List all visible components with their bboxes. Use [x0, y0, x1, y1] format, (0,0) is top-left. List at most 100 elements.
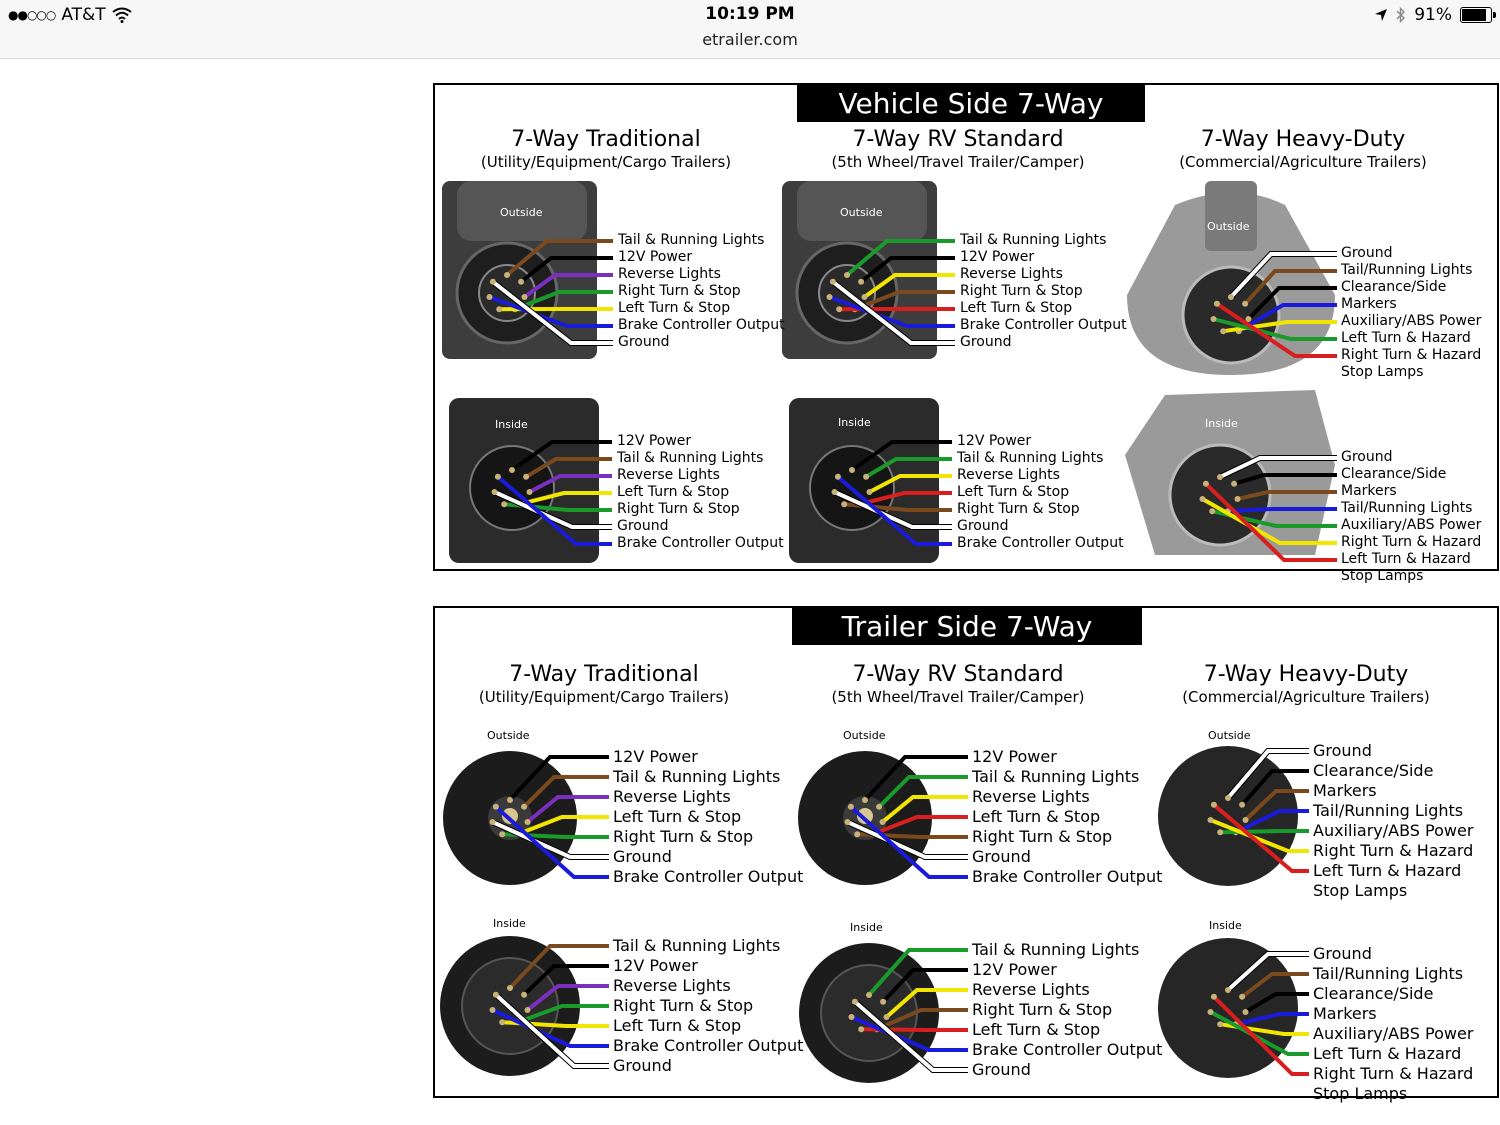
- wire-label: Tail/Running Lights: [1313, 964, 1464, 983]
- status-right: 91%: [1374, 5, 1496, 25]
- wire-yellow: [1201, 497, 1337, 545]
- wire-label: Tail & Running Lights: [972, 767, 1140, 786]
- connector-pin: [509, 467, 515, 473]
- trailer-rv-outside-label: Outside: [843, 729, 886, 742]
- wire-blue: [496, 475, 612, 546]
- trailer-traditional-outside-label: Outside: [487, 729, 530, 742]
- vehicle-traditional-outside-connector: [442, 181, 597, 359]
- connector-pin: [486, 294, 493, 300]
- connector-pin: [496, 306, 503, 313]
- connector-pin: [1202, 480, 1209, 487]
- battery-percent: 91%: [1414, 5, 1452, 25]
- connector-pin: [1225, 795, 1231, 801]
- trailer-heavy-outside-label: Outside: [1208, 729, 1251, 742]
- wire-black: [863, 755, 968, 802]
- connector-pin: [521, 991, 528, 998]
- trailer-col-rv-heading: 7-Way RV Standard (5th Wheel/Travel Trai…: [793, 662, 1123, 706]
- connector-pin: [1242, 817, 1249, 823]
- wire-label: Reverse Lights: [618, 266, 721, 282]
- trailer-col-title: 7-Way Traditional: [509, 662, 699, 687]
- wire-label: Reverse Lights: [960, 266, 1063, 282]
- vehicle-col-traditional-heading: 7-Way Traditional (Utility/Equipment/Car…: [441, 127, 771, 171]
- address-url[interactable]: etrailer.com: [702, 30, 798, 49]
- wire-brown: [1240, 972, 1309, 999]
- battery-fill: [1462, 9, 1486, 21]
- connector-pin: [836, 306, 843, 313]
- trailer-side-panel: Trailer Side 7-Way 7-Way Traditional (Ut…: [433, 606, 1499, 1103]
- connector-pin: [491, 489, 498, 495]
- wire-label: Auxiliary/ABS Power: [1341, 313, 1482, 329]
- vehicle-col-subtitle: (Commercial/Agriculture Trailers): [1179, 153, 1427, 171]
- wire-label: 12V Power: [617, 433, 692, 449]
- wire-black: [1244, 992, 1309, 1014]
- connector-pin: [883, 1014, 890, 1020]
- wire-red: [1215, 302, 1337, 358]
- wire-blue: [836, 475, 952, 546]
- signal-strength-icon: ●●○○○: [8, 8, 56, 22]
- connector-pin: [521, 803, 528, 810]
- wire-label: Tail & Running Lights: [957, 450, 1104, 466]
- connector-pin: [866, 489, 873, 495]
- wire-yellow: [885, 988, 968, 1019]
- vehicle-rv-outside-label: Outside: [840, 206, 883, 219]
- connector-pin: [841, 501, 848, 508]
- wire-black: [1247, 286, 1337, 321]
- wire-yellow: [519, 491, 612, 507]
- wire-label: Right Turn & Stop: [960, 283, 1083, 299]
- connector-pin: [1220, 328, 1227, 335]
- connector-pin: [831, 489, 838, 495]
- trailer-col-subtitle: (Commercial/Agriculture Trailers): [1182, 688, 1430, 706]
- wire-label: Left Turn & Stop: [957, 484, 1070, 500]
- wire-label: Brake Controller Output: [960, 317, 1127, 333]
- connector-pin: [524, 819, 531, 825]
- trailer-col-subtitle: (5th Wheel/Travel Trailer/Camper): [831, 688, 1085, 706]
- connector-pin: [1234, 496, 1241, 502]
- wire-green: [867, 948, 968, 997]
- wire-label: Left Turn & Stop: [613, 807, 742, 826]
- wire-yellow: [517, 815, 609, 837]
- vehicle-col-subtitle: (Utility/Equipment/Cargo Trailers): [480, 153, 732, 171]
- wire-white: [846, 820, 968, 859]
- wire-label: Ground: [1341, 449, 1393, 465]
- vehicle-col-rv-heading: 7-Way RV Standard (5th Wheel/Travel Trai…: [793, 127, 1123, 171]
- trailer-col-traditional-heading: 7-Way Traditional (Utility/Equipment/Car…: [439, 662, 769, 706]
- connector-pin: [866, 992, 872, 998]
- wire-label: Right Turn & Hazard: [1341, 347, 1482, 363]
- wire-label: Left Turn & Hazard: [1313, 1044, 1462, 1063]
- connector-pin: [826, 294, 833, 300]
- wire-black: [508, 755, 609, 802]
- connector-pin: [844, 272, 850, 278]
- wire-label: Tail/Running Lights: [1313, 801, 1464, 820]
- wire-white: [1226, 952, 1309, 992]
- wire-label: Left Turn & Hazard: [1341, 551, 1471, 567]
- wire-label: Stop Lamps: [1341, 568, 1424, 584]
- wire-label: Stop Lamps: [1341, 364, 1424, 380]
- wire-yellow: [1209, 818, 1309, 853]
- trailer-col-title: 7-Way RV Standard: [852, 662, 1064, 687]
- wire-purple: [526, 984, 609, 1012]
- wire-label: Left Turn & Stop: [972, 807, 1101, 826]
- wire-red: [1212, 803, 1309, 873]
- wire-black: [850, 440, 952, 472]
- wire-brown: [522, 775, 609, 809]
- wire-purple: [526, 795, 609, 824]
- wire-label: Brake Controller Output: [617, 535, 784, 551]
- wire-label: Left Turn & Hazard: [1313, 861, 1462, 880]
- trailer-col-heavy-heading: 7-Way Heavy-Duty (Commercial/Agriculture…: [1141, 662, 1471, 706]
- wire-label: Ground: [1341, 245, 1393, 261]
- vehicle-heavy-outside-connector: [1127, 181, 1335, 375]
- connector-pin: [507, 985, 513, 991]
- vehicle-wiring-diagram: [442, 181, 1337, 563]
- connector-pin: [1239, 801, 1246, 808]
- wire-label: 12V Power: [613, 956, 698, 975]
- wire-label: Reverse Lights: [613, 787, 731, 806]
- wire-label: Ground: [1313, 741, 1372, 760]
- connector-pin: [1217, 1021, 1224, 1028]
- connector-pin: [858, 1026, 865, 1033]
- wire-label: Reverse Lights: [972, 980, 1090, 999]
- wire-brown: [505, 239, 613, 277]
- connector-pin: [880, 998, 887, 1005]
- wire-green: [1209, 1010, 1309, 1056]
- wire-label: 12V Power: [972, 747, 1057, 766]
